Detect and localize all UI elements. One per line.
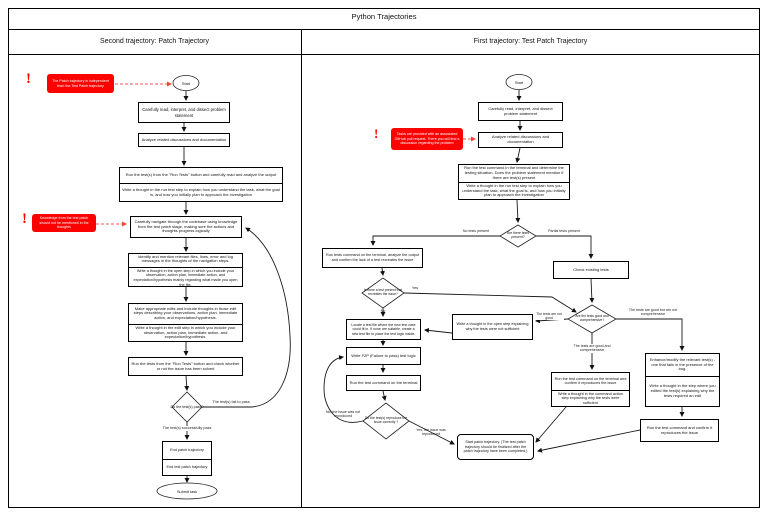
- edge-goodnotcomp-enhance: [616, 318, 685, 351]
- outer-border: [8, 8, 760, 508]
- node-confirm-reproduces: Run the test command on the terminal and…: [551, 372, 630, 407]
- edge-label-no-recreates: No: [380, 309, 386, 313]
- panel-divider: [301, 29, 303, 508]
- node-end-patch: End patch trajectory: [170, 448, 204, 453]
- node-run-cmd-action: Run the test command in the terminal and…: [464, 165, 564, 180]
- node-locate-test-file: Locate a test file where the new test ca…: [346, 319, 421, 340]
- node-run-tests-thought: Write a thought in the run test step to …: [120, 183, 282, 201]
- node-analyze-discussions: Analyze related discussions and document…: [138, 133, 230, 147]
- node-make-edits: Make appropriate edits and include thoug…: [128, 303, 243, 342]
- node-end-trajectory: End patch trajectory End test patch traj…: [162, 441, 212, 476]
- node-confirm-action: Run the test command on the terminal and…: [554, 376, 627, 386]
- edge-label-not-reproduced: No, the issue was not reproduced: [325, 410, 361, 419]
- node-enhance-action: Enhance/modify the relevant test(s) - on…: [649, 356, 716, 372]
- decision-good-shape: [567, 304, 617, 334]
- decision-tests-shape: [499, 224, 537, 248]
- edge-label-pass: The test(s) successfully pass: [158, 426, 216, 431]
- node-identify-action: Identify and mention relevant files, lin…: [138, 253, 233, 264]
- node-r-read-problem: Carefully read, interpret, and dissect p…: [478, 102, 563, 121]
- edge-label-partial-tests: Partial tests present: [548, 229, 580, 233]
- right-panel-title: First trajectory: Test Patch Trajectory: [473, 38, 588, 45]
- warning-icon: !: [26, 71, 31, 87]
- edge-ranalyze-runcmd: [515, 147, 521, 163]
- edge-notreproduced-loop: [323, 355, 364, 423]
- node-navigate-codebase: Carefully navigate through the codebase …: [130, 216, 242, 238]
- edge-label-reproduced: Yes, the issue was reproduced: [416, 428, 446, 437]
- edge-confirm-startpatch: [535, 406, 567, 443]
- start-cloud-left: Start: [181, 80, 191, 86]
- node-check-existing-tests: Check existing tests: [553, 261, 629, 279]
- edge-confirmlack-recreate: [379, 267, 385, 276]
- node-run-cmd-thought: Write a thought in the run test step to …: [459, 181, 569, 199]
- decision-tests-good: Are the tests good and comprehensive?: [575, 314, 609, 322]
- edge-label-good-not-comprehensive: The tests are good but are not comprehen…: [620, 308, 686, 317]
- edge-label-no-tests: No tests present: [462, 229, 490, 233]
- node-enhance-thought: Write a thought in the step where you ed…: [646, 376, 719, 406]
- edge-label-not-good: The tests are not good: [534, 312, 564, 321]
- edge-partial-tests: [536, 235, 594, 259]
- edge-runcmd-testsdecision: [515, 199, 521, 223]
- warning-icon: !: [22, 211, 27, 227]
- node-edits-action: Make appropriate edits and include thoug…: [133, 305, 238, 321]
- decision-recreate-shape: [361, 277, 405, 309]
- node-start-patch-trajectory: Start patch trajectory. (The test patch …: [457, 434, 534, 460]
- start-cloud-right-shape: [505, 74, 533, 90]
- decision-tests-present: Are there tests present?: [506, 231, 530, 239]
- annotation-no-test-knowledge: Knowledge from the test patch should not…: [32, 214, 96, 232]
- decision-reproduce-shape: [362, 402, 410, 440]
- submit-cloud: Submit task: [176, 489, 198, 494]
- edge-label-good-comprehensive: The tests are good and comprehensive: [568, 344, 616, 353]
- node-write-f2p: Write F2P (Failure to pass) test logic: [346, 347, 421, 365]
- node-end-test-patch: End test patch trajectory: [163, 459, 211, 475]
- node-r-analyze-discussions: Analyze related discussions and document…: [478, 132, 563, 148]
- start-cloud-left-shape: [172, 75, 200, 91]
- edge-label-yes-recreates: Yes: [411, 286, 419, 290]
- edge-confirm2-startpatch: [537, 429, 641, 453]
- edge-note-locate: [424, 327, 453, 334]
- edge-no-tests: [370, 235, 500, 246]
- edge-runcheck-decision: [184, 375, 190, 391]
- annotation-github-pr: Tasks are provided with an associated Gi…: [391, 128, 463, 150]
- node-enhance-tests: Enhance/modify the relevant test(s) - on…: [645, 353, 720, 407]
- node-read-problem: Carefully read, interpret, and dissect p…: [138, 102, 230, 123]
- node-confirm-lack: Run tests command on the terminal, analy…: [322, 248, 423, 268]
- node-run-terminal: Run the test command on the terminal: [346, 375, 421, 391]
- title-separator: [8, 29, 760, 31]
- left-panel-title: Second trajectory: Patch Trajectory: [100, 38, 209, 45]
- node-confirm-thought: Write a thought in the command action st…: [552, 389, 629, 407]
- edge-recreate-yes: [403, 292, 577, 313]
- edge-label-fail: The test(s) fail to pass: [212, 400, 250, 404]
- start-cloud-right: Start: [514, 79, 524, 85]
- node-run-tests: Run the test(s) from the "Run Tests" but…: [119, 167, 283, 202]
- node-edits-thought: Write a thought in the edit step in whic…: [129, 323, 242, 341]
- edge-checkexisting-good: [589, 278, 595, 303]
- diagram-title: Python Trajectories: [351, 12, 417, 21]
- decision-reproduce: Do the test(s) reproduce the issue corre…: [364, 416, 408, 424]
- submit-cloud-shape: [156, 482, 218, 500]
- edge-reproduced-startpatch: [408, 420, 455, 445]
- edge-fail-loop: [202, 227, 291, 408]
- node-run-test-command: Run the test command in the terminal and…: [458, 164, 570, 200]
- annotation-patch-independent: The Patch trajectory is independent from…: [47, 74, 114, 93]
- node-run-check-solved: Run the tests from the "Run Tests" butto…: [128, 357, 243, 376]
- decision-test-recreates: Is there a test present that recreates t…: [363, 288, 403, 296]
- node-confirm-reproduces-2: Run the test command and confirm it repr…: [640, 419, 719, 442]
- node-identify-files: Identify and mention relevant files, lin…: [128, 253, 243, 287]
- edge-run-reproduce: [381, 390, 387, 401]
- decision-tests-pass: Do the test(s) pass?: [170, 404, 204, 409]
- header-separator: [8, 54, 760, 56]
- decision-pass-shape: [171, 391, 203, 423]
- node-identify-thought: Write a thought in the open step in whic…: [129, 266, 242, 288]
- node-why-not-sufficient: Write a thought in the open step explain…: [452, 314, 533, 340]
- node-run-tests-action: Run the test(s) from the "Run Tests" but…: [125, 172, 277, 178]
- warning-icon: !: [374, 126, 379, 141]
